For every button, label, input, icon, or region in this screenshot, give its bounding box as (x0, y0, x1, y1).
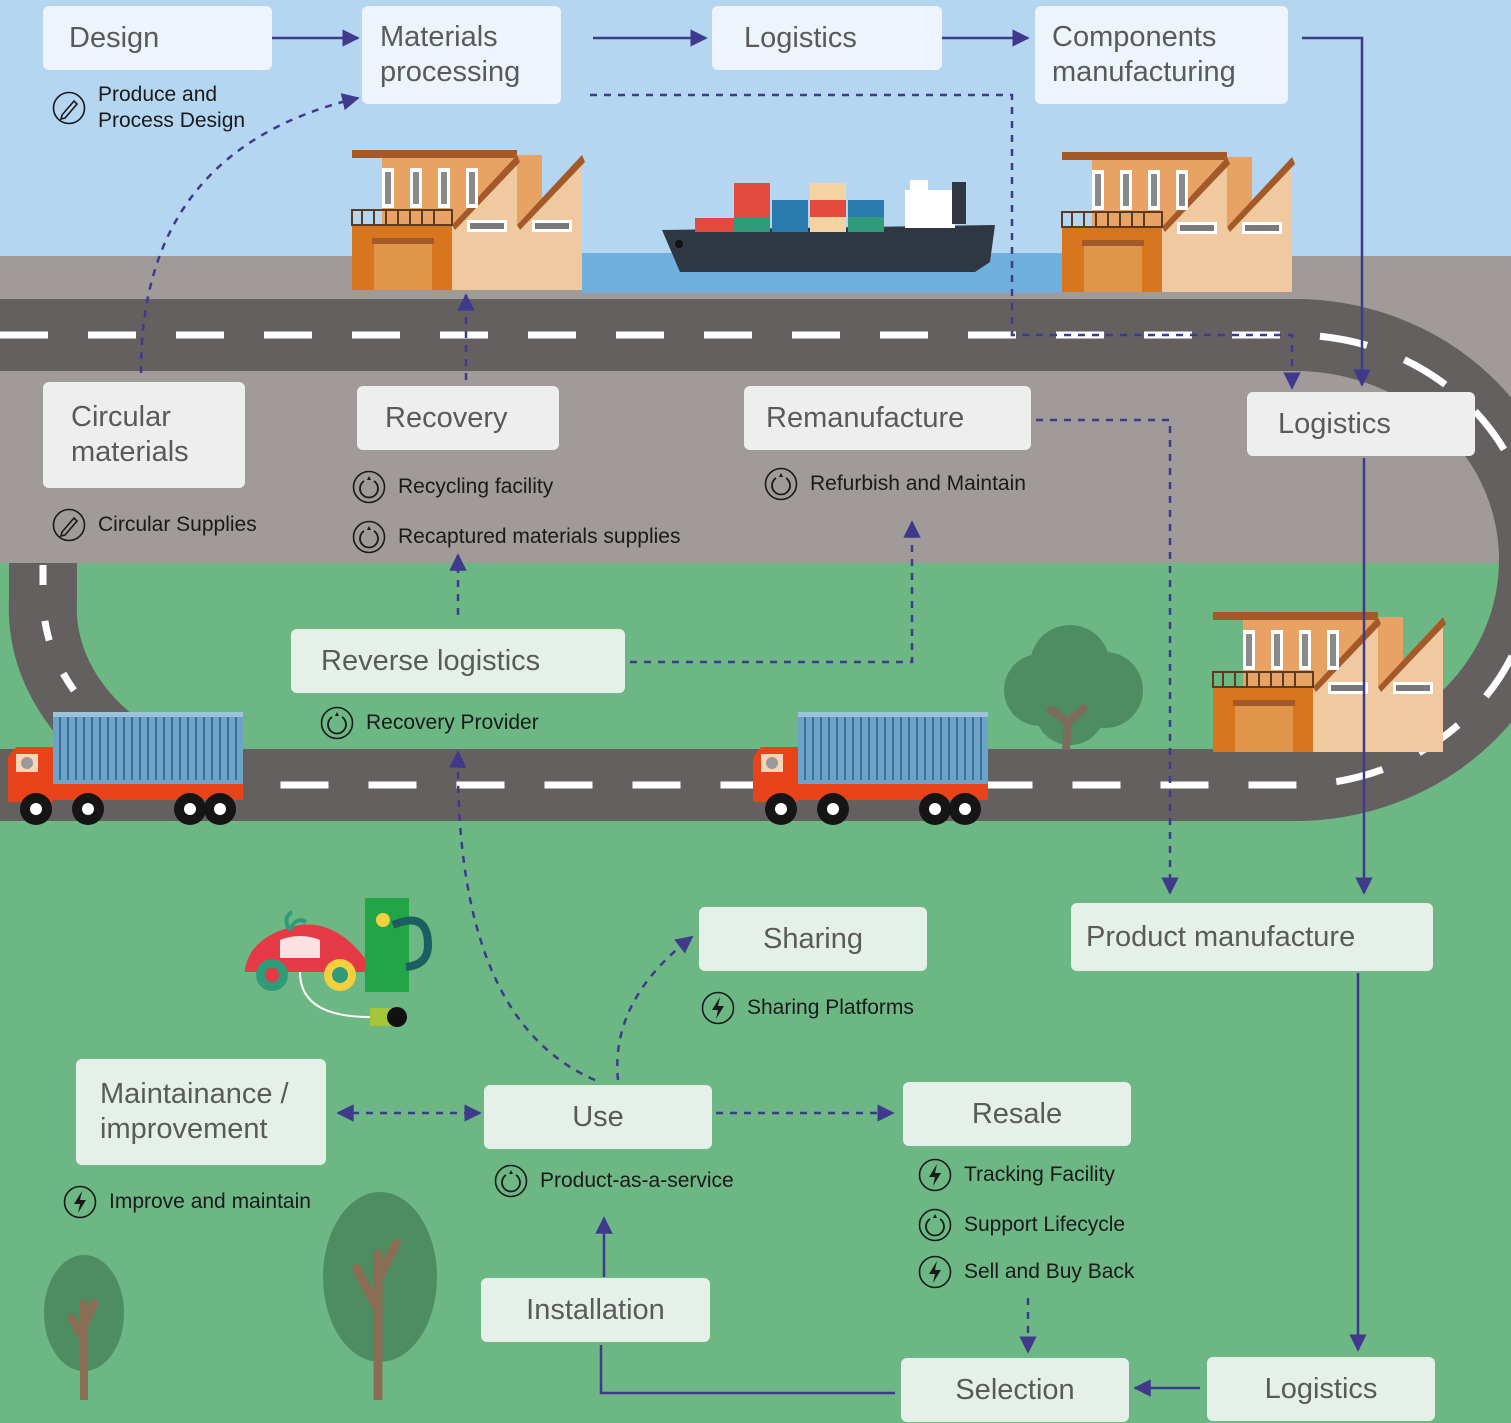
stage-materials-processing-label: Materials processing (380, 21, 521, 88)
label-recaptured-supplies-text: Recaptured materials supplies (398, 525, 681, 548)
stage-selection[interactable]: Selection (901, 1358, 1129, 1422)
stage-installation-label: Installation (526, 1293, 665, 1326)
cycle-icon (352, 470, 386, 504)
pencil-icon (52, 508, 86, 542)
label-produce-design: Produce and Process Design (52, 82, 245, 134)
label-support-lifecycle-text: Support Lifecycle (964, 1213, 1126, 1236)
label-recycling-facility-text: Recycling facility (398, 475, 554, 498)
stage-resale-label: Resale (971, 1097, 1063, 1130)
stage-components-manufacturing[interactable]: Components manufacturing (1035, 6, 1288, 104)
stage-logistics-right[interactable]: Logistics (1247, 392, 1475, 456)
stage-maintenance[interactable]: Maintainance / improvement (76, 1059, 326, 1165)
stage-reverse-logistics-label: Reverse logistics (321, 644, 541, 677)
stage-logistics-top-label: Logistics (744, 21, 857, 54)
stage-materials-processing[interactable]: Materials processing (362, 6, 561, 104)
label-recycling-facility: Recycling facility (352, 470, 553, 504)
label-product-service-text: Product-as-a-service (540, 1169, 734, 1192)
label-product-service: Product-as-a-service (494, 1164, 734, 1198)
label-circular-supplies: Circular Supplies (52, 508, 257, 542)
stage-product-manufacture-label: Product manufacture (1086, 920, 1356, 953)
label-recovery-provider-text: Recovery Provider (366, 711, 539, 734)
cargo-ship (662, 180, 995, 272)
electric-car (245, 898, 433, 1027)
stage-recovery-label: Recovery (385, 401, 508, 434)
stage-recovery[interactable]: Recovery (357, 386, 559, 450)
bolt-icon (701, 991, 735, 1025)
stage-installation[interactable]: Installation (481, 1278, 710, 1342)
stage-use[interactable]: Use (484, 1085, 712, 1149)
label-tracking-facility-text: Tracking Facility (964, 1163, 1115, 1186)
label-improve-maintain-text: Improve and maintain (109, 1190, 311, 1213)
bolt-icon (918, 1158, 952, 1192)
cycle-icon (320, 706, 354, 740)
stage-reverse-logistics[interactable]: Reverse logistics (291, 629, 625, 693)
dashed-flow-arrows (139, 93, 1301, 1354)
stage-logistics-bottom[interactable]: Logistics (1207, 1357, 1435, 1421)
stage-logistics-right-label: Logistics (1278, 407, 1391, 440)
stage-remanufacture[interactable]: Remanufacture (744, 386, 1031, 450)
stage-components-manufacturing-label: Components manufacturing (1052, 21, 1236, 88)
cycle-icon (918, 1208, 952, 1242)
cycle-icon (764, 467, 798, 501)
label-tracking-facility: Tracking Facility (918, 1158, 1115, 1192)
label-sell-buy-back: Sell and Buy Back (918, 1255, 1134, 1289)
tree-large (1004, 625, 1143, 751)
stage-sharing-label: Sharing (763, 922, 863, 955)
label-produce-design-text: Produce and Process Design (98, 83, 246, 132)
tree-left (44, 1255, 124, 1400)
pencil-icon (52, 91, 86, 125)
stage-remanufacture-label: Remanufacture (766, 401, 965, 434)
label-recaptured-supplies: Recaptured materials supplies (352, 520, 680, 554)
label-sell-buy-back-text: Sell and Buy Back (964, 1260, 1135, 1283)
bolt-icon (63, 1185, 97, 1219)
stage-selection-label: Selection (955, 1373, 1075, 1406)
tree-middle (323, 1192, 437, 1400)
flow-arrows (272, 29, 1373, 1397)
stage-resale[interactable]: Resale (903, 1082, 1131, 1146)
cycle-icon (494, 1164, 528, 1198)
stage-design-label: Design (69, 21, 160, 54)
label-sharing-platforms: Sharing Platforms (701, 991, 914, 1025)
label-sharing-platforms-text: Sharing Platforms (747, 996, 914, 1019)
stage-circular-materials[interactable]: Circular materials (43, 382, 245, 488)
stage-use-label: Use (572, 1100, 624, 1133)
label-support-lifecycle: Support Lifecycle (918, 1208, 1125, 1242)
stage-product-manufacture[interactable]: Product manufacture (1071, 903, 1433, 971)
stage-logistics-bottom-label: Logistics (1264, 1372, 1378, 1405)
stage-sharing[interactable]: Sharing (699, 907, 927, 971)
label-refurbish-text: Refurbish and Maintain (810, 472, 1026, 495)
stage-logistics-top[interactable]: Logistics (712, 6, 942, 70)
cycle-icon (352, 520, 386, 554)
label-refurbish: Refurbish and Maintain (764, 467, 1026, 501)
label-circular-supplies-text: Circular Supplies (98, 513, 257, 536)
stage-circular-materials-label: Circular materials (71, 401, 189, 468)
bolt-icon (918, 1255, 952, 1289)
label-recovery-provider: Recovery Provider (320, 706, 539, 740)
stage-design[interactable]: Design (43, 6, 272, 70)
stage-maintenance-label: Maintainance / improvement (100, 1078, 289, 1145)
label-improve-maintain: Improve and maintain (63, 1185, 311, 1219)
